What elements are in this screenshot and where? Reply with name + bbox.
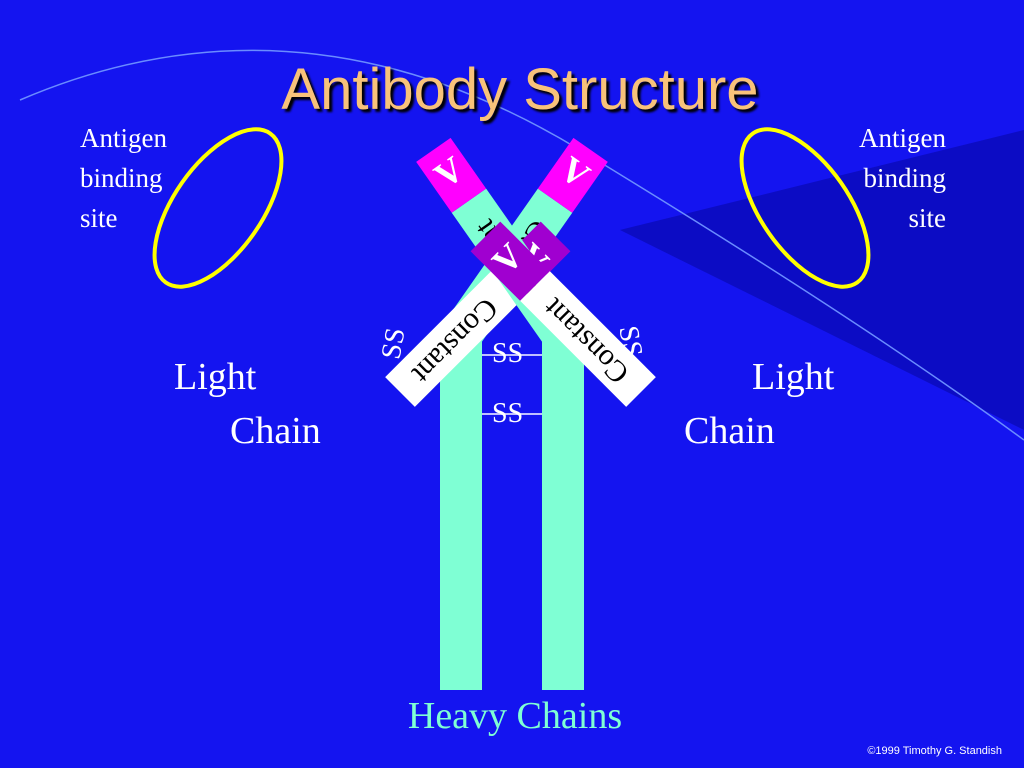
disulfide-label-right-arm: SS <box>612 323 648 359</box>
antigen-site-right-line-2: binding <box>863 163 946 193</box>
antigen-site-left-line-3: site <box>80 203 118 233</box>
light-constant-left <box>385 271 521 407</box>
disulfide-label-upper: SS <box>492 338 524 369</box>
light-chain-right-line-2: Chain <box>684 410 775 452</box>
heavy-variable-left <box>537 137 608 213</box>
light-constant-right <box>520 271 656 407</box>
antigen-site-label-right: Antigen binding site <box>800 118 946 238</box>
antigen-binding-ring-left <box>152 127 284 289</box>
heavy-variable-right <box>416 137 487 213</box>
light-chain-right-line-1: Light <box>752 356 835 398</box>
antigen-site-left-line-1: Antigen <box>80 123 167 153</box>
antigen-site-right-line-1: Antigen <box>859 123 946 153</box>
light-chain-label-left: Light Chain <box>174 350 321 458</box>
antigen-site-right-line-3: site <box>908 203 947 233</box>
light-chain-left-line-2: Chain <box>230 410 321 452</box>
antigen-site-label-left: Antigen binding site <box>80 118 167 238</box>
heavy-chain-right-stem <box>542 335 584 690</box>
slide-title: Antibody Structure <box>281 57 759 122</box>
copyright-notice: ©1999 Timothy G. Standish <box>867 745 1002 757</box>
heavy-chain-left-stem <box>440 335 482 690</box>
light-chain-label-right: Light Chain <box>684 350 834 458</box>
light-variable-right <box>470 221 550 301</box>
disulfide-label-lower: SS <box>492 398 524 429</box>
antigen-binding-ring-right <box>739 127 871 289</box>
heavy-chains-label: Heavy Chains <box>407 695 623 737</box>
antigen-site-left-line-2: binding <box>80 163 163 193</box>
disulfide-label-left-arm: SS <box>376 325 412 361</box>
light-chain-left-line-1: Light <box>174 356 257 398</box>
